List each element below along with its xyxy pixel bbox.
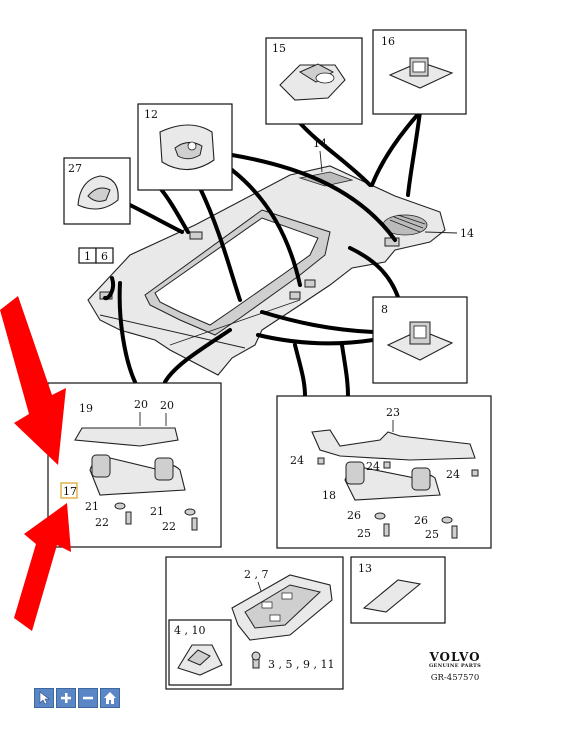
callout-23: 23	[386, 406, 400, 419]
callout-24-c: 24	[446, 468, 460, 481]
callout-21-b: 21	[150, 505, 164, 518]
box-part-4-10: 4 , 10	[168, 619, 232, 686]
callout-14-right: 14	[460, 227, 474, 240]
red-arrow-icons	[0, 296, 71, 631]
callout-22-b: 22	[162, 520, 176, 533]
callout-27: 27	[68, 162, 82, 175]
callout-8: 8	[381, 303, 388, 316]
callout-21-a: 21	[85, 500, 99, 513]
minus-icon[interactable]	[78, 688, 98, 708]
box-part-8: 8	[372, 296, 468, 384]
callout-20-a: 20	[134, 398, 148, 411]
callout-25-a: 25	[357, 527, 371, 540]
callout-20-b: 20	[160, 399, 174, 412]
plus-icon[interactable]	[56, 688, 76, 708]
callout-4-10: 4 , 10	[174, 624, 206, 637]
callout-13: 13	[358, 562, 372, 575]
callout-15: 15	[272, 42, 286, 55]
viewer-toolbar	[34, 688, 120, 708]
cursor-icon[interactable]	[34, 688, 54, 708]
callout-19: 19	[79, 402, 93, 415]
callout-26-a: 26	[347, 509, 361, 522]
callout-24-b: 24	[366, 460, 380, 473]
arrow-up-icon	[14, 503, 71, 631]
svg-text:6: 6	[101, 250, 108, 263]
diagram-reference: GR-457570	[430, 673, 480, 683]
box-grab-handle-left: 19 20 20 17 21 21 22 22	[47, 382, 222, 548]
callout-1-6: 1 6	[78, 247, 114, 264]
callout-2-7: 2 , 7	[244, 568, 269, 581]
arrow-down-icon	[0, 296, 66, 465]
callout-22-a: 22	[95, 516, 109, 529]
box-part-13: 13	[350, 556, 446, 624]
callout-12: 12	[144, 108, 158, 121]
box-grab-handle-right: 23 24 24 24 18 26 26 25 25	[276, 395, 492, 549]
box-part-16: 16	[372, 29, 467, 115]
headliner-panel	[87, 165, 446, 376]
genuine-parts-label: GENUINE PARTS	[428, 663, 482, 669]
callout-14-top: 14	[313, 137, 327, 150]
box-part-15: 15	[265, 37, 363, 125]
callout-17: 17	[63, 485, 77, 498]
callout-26-b: 26	[414, 514, 428, 527]
callout-24-a: 24	[290, 454, 304, 467]
svg-text:1: 1	[84, 250, 91, 263]
callout-3-5-9-11: 3 , 5 , 9 , 11	[268, 658, 334, 671]
volvo-brand: VOLVO GENUINE PARTS GR-457570	[410, 650, 500, 683]
box-part-12: 12	[137, 103, 233, 191]
volvo-logo: VOLVO	[429, 650, 481, 664]
box-part-27: 27	[63, 157, 131, 225]
callout-16: 16	[381, 35, 395, 48]
home-icon[interactable]	[100, 688, 120, 708]
callout-18: 18	[322, 489, 336, 502]
callout-25-b: 25	[425, 528, 439, 541]
